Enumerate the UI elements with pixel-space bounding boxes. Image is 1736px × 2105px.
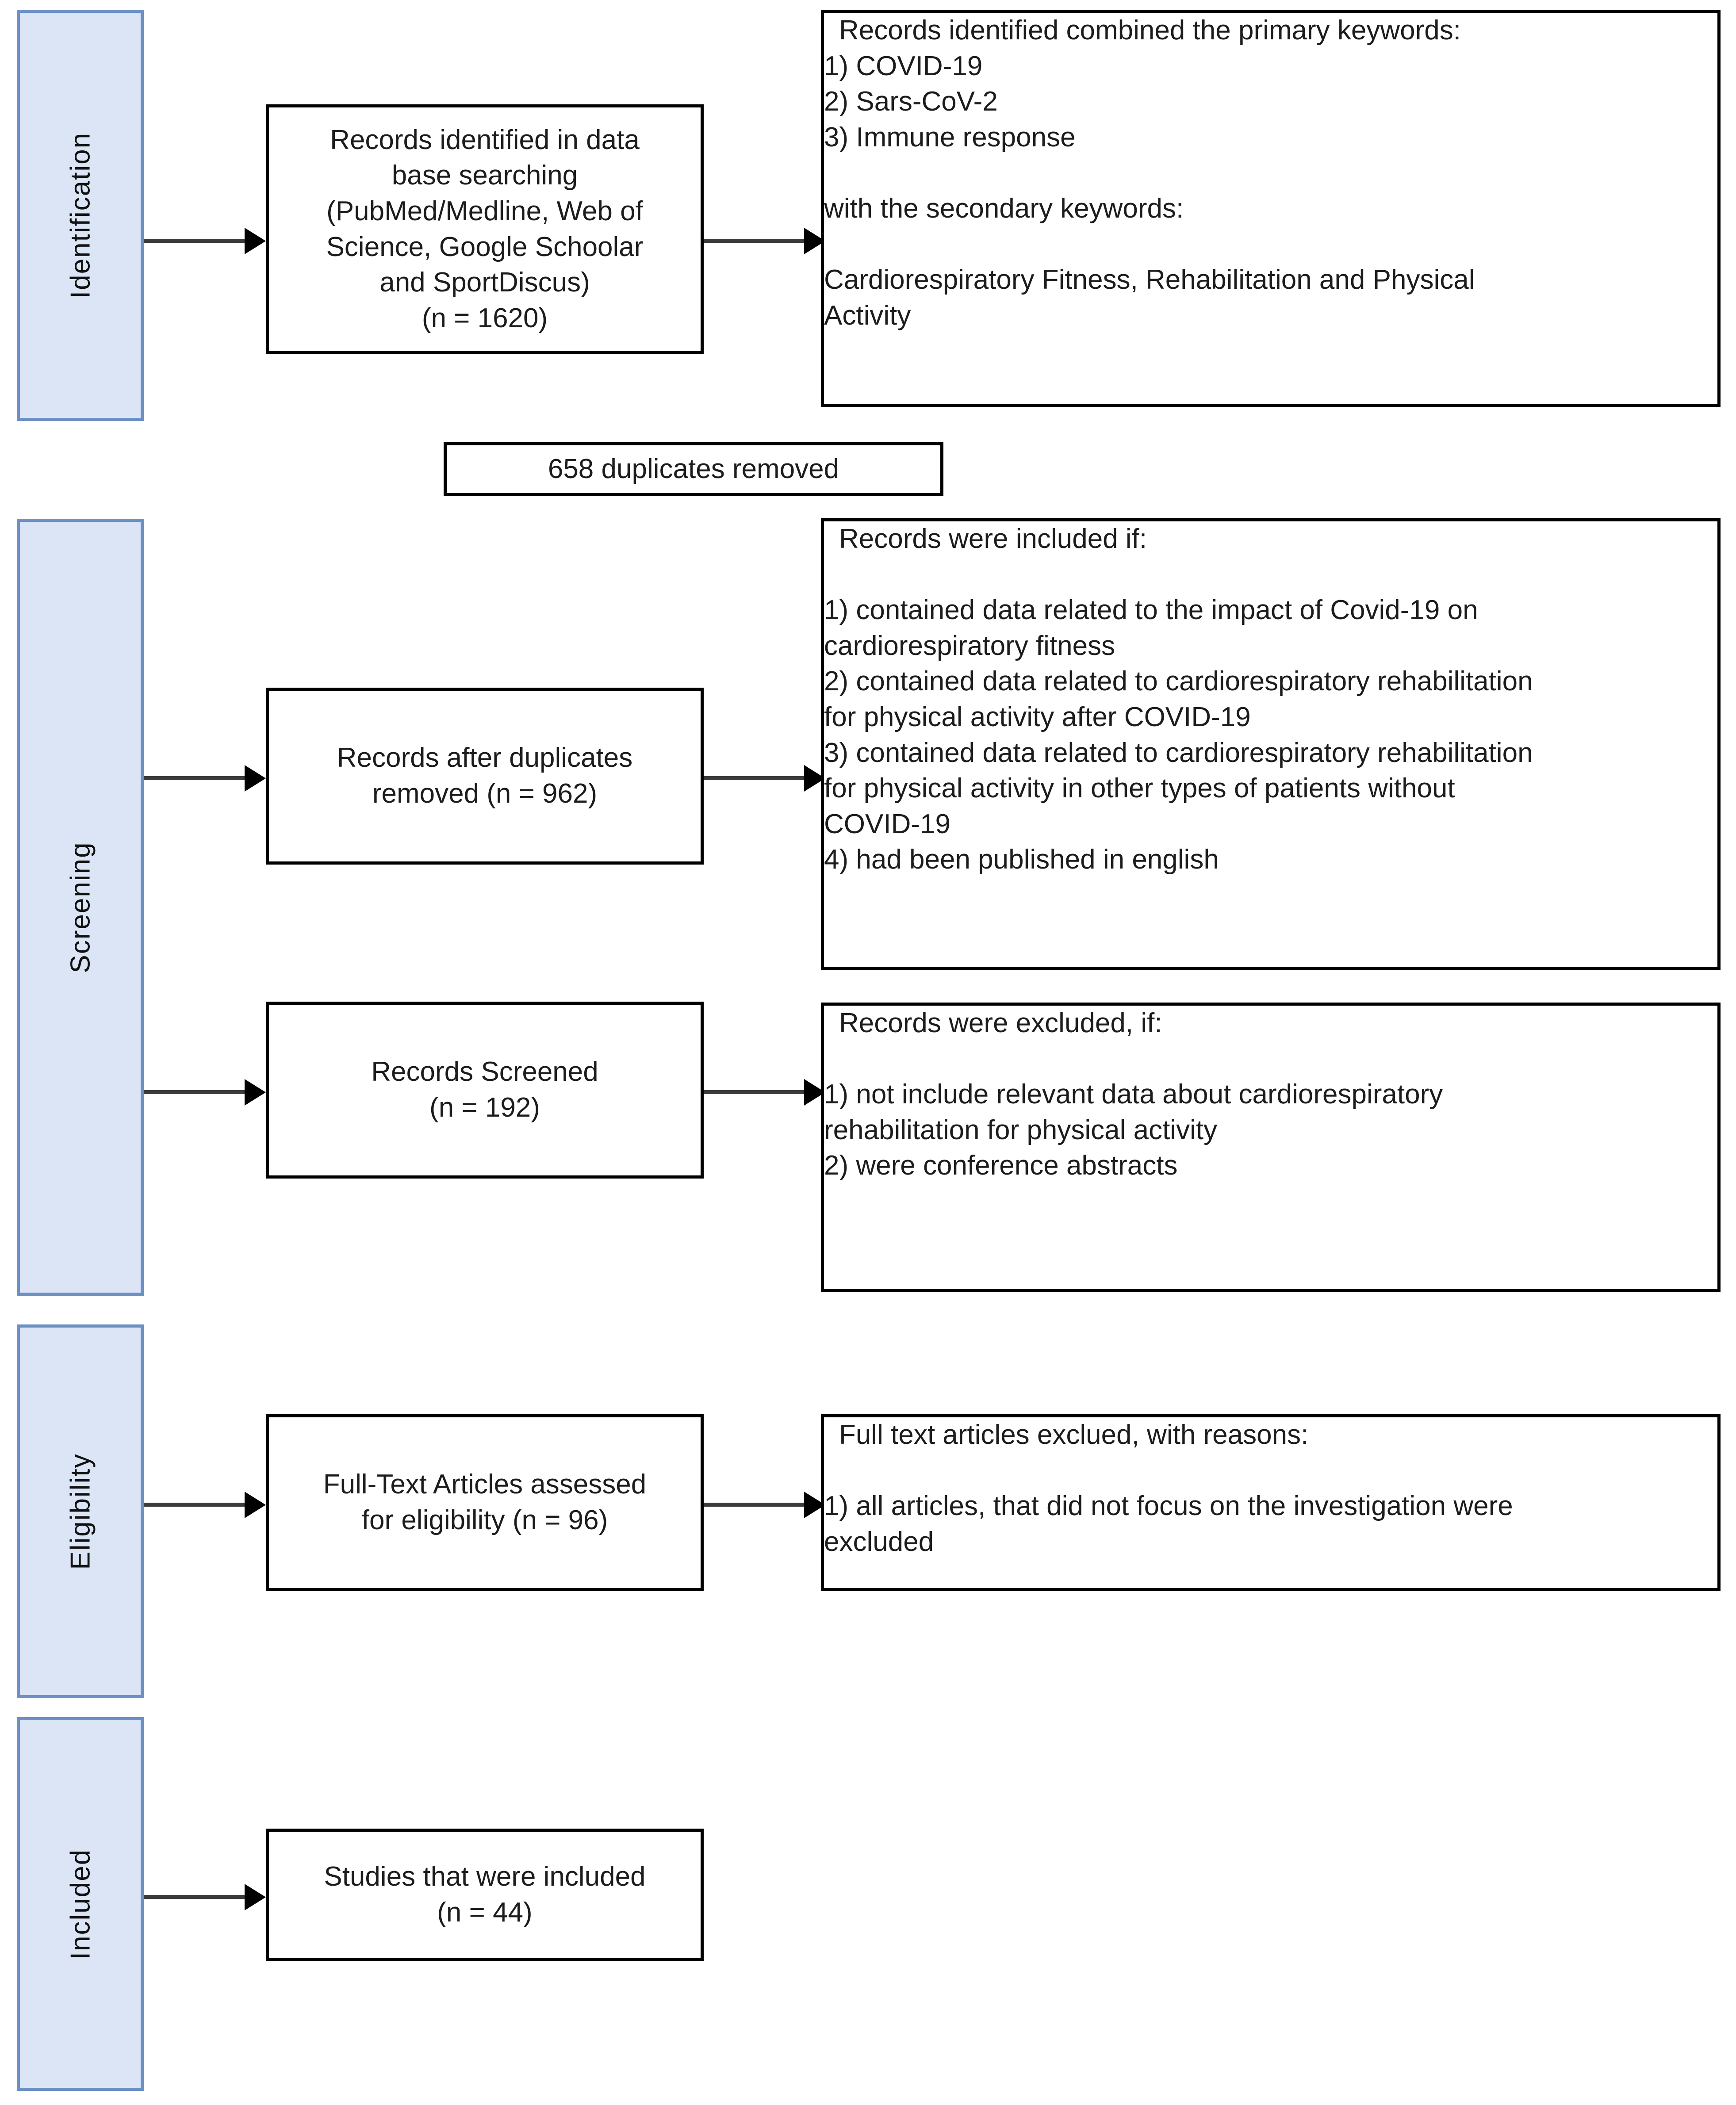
node-full-text-assessed-text: Full-Text Articles assessed for eligibil… (323, 1469, 647, 1535)
stage-bar-identification: Identification (17, 10, 144, 421)
arrowhead-included-to-studies (245, 1884, 266, 1910)
node-records-after-duplicates-text: Records after duplicates removed (n = 96… (337, 742, 633, 809)
node-studies-included: Studies that were included (n = 44) (266, 1829, 704, 1961)
node-keywords-text: Records identified combined the primary … (824, 15, 1475, 331)
arrowhead-screening-to-records-screened (245, 1079, 266, 1106)
connector-full-text-to-excluded (704, 1503, 814, 1507)
connector-identification-to-records (144, 239, 254, 243)
node-inclusion-criteria-text: Records were included if: 1) contained d… (824, 524, 1533, 875)
node-records-screened: Records Screened (n = 192) (266, 1002, 704, 1179)
connector-screening-to-after-duplicates (144, 776, 254, 780)
node-full-text-excluded: Full text articles exclued, with reasons… (821, 1414, 1721, 1591)
arrowhead-screening-to-after-duplicates (245, 765, 266, 792)
node-duplicates-removed: 658 duplicates removed (444, 442, 943, 496)
node-records-after-duplicates: Records after duplicates removed (n = 96… (266, 688, 704, 865)
arrowhead-eligibility-to-full-text (245, 1492, 266, 1518)
node-exclusion-criteria: Records were excluded, if: 1) not includ… (821, 1003, 1721, 1292)
connector-after-duplicates-to-inclusion (704, 776, 814, 780)
stage-label-identification: Identification (65, 132, 96, 299)
stage-label-included: Included (65, 1849, 96, 1960)
connector-included-to-studies (144, 1895, 254, 1899)
node-records-identified: Records identified in data base searchin… (266, 104, 704, 354)
arrowhead-identification-to-records (245, 228, 266, 254)
stage-label-eligibility: Eligibility (65, 1453, 96, 1570)
node-duplicates-removed-text: 658 duplicates removed (548, 453, 839, 484)
stage-label-screening: Screening (65, 841, 96, 973)
node-full-text-excluded-text: Full text articles exclued, with reasons… (824, 1420, 1513, 1557)
node-keywords: Records identified combined the primary … (821, 10, 1721, 407)
stage-bar-included: Included (17, 1717, 144, 2091)
node-studies-included-text: Studies that were included (n = 44) (324, 1861, 646, 1928)
connector-screening-to-records-screened (144, 1090, 254, 1094)
connector-eligibility-to-full-text (144, 1503, 254, 1507)
stage-bar-eligibility: Eligibility (17, 1324, 144, 1698)
node-records-screened-text: Records Screened (n = 192) (371, 1056, 598, 1123)
node-inclusion-criteria: Records were included if: 1) contained d… (821, 518, 1721, 970)
connector-records-to-keywords (704, 239, 814, 243)
node-records-identified-text: Records identified in data base searchin… (326, 124, 644, 333)
node-exclusion-criteria-text: Records were excluded, if: 1) not includ… (824, 1008, 1443, 1181)
stage-bar-screening: Screening (17, 519, 144, 1296)
connector-records-screened-to-exclusion (704, 1090, 814, 1094)
node-full-text-assessed: Full-Text Articles assessed for eligibil… (266, 1414, 704, 1591)
